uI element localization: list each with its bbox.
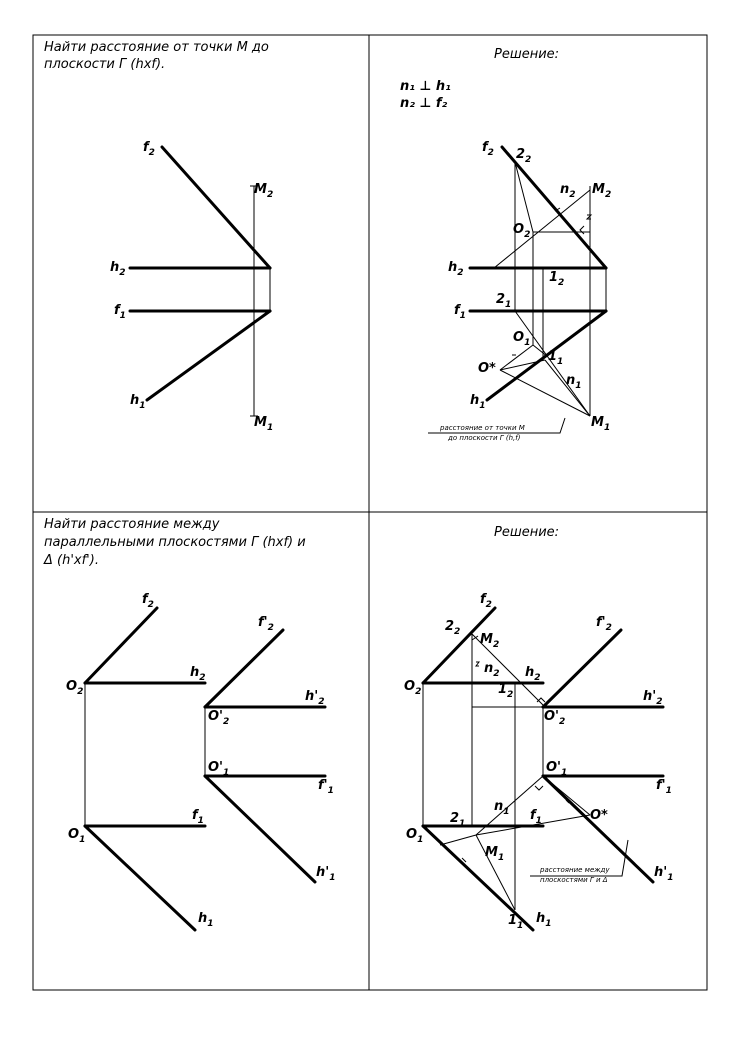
svg-text:h2: h2 (525, 665, 541, 683)
svg-text:12: 12 (498, 682, 513, 700)
solution2-note-line1: расстояние между (539, 866, 610, 874)
svg-text:h'1: h'1 (316, 865, 336, 883)
svg-text:h2: h2 (448, 260, 464, 278)
svg-text:M1: M1 (591, 415, 610, 433)
svg-text:O'2: O'2 (544, 709, 565, 727)
svg-text:O*: O* (590, 808, 608, 823)
svg-text:21: 21 (496, 292, 511, 310)
svg-text:22: 22 (445, 619, 460, 637)
svg-text:12: 12 (549, 270, 564, 288)
task1-text-line1: Найти расстояние от точки М до (44, 40, 269, 55)
svg-text:f2: f2 (480, 592, 492, 610)
solution1-condition2: n₂ ⊥ f₂ (400, 96, 448, 111)
solution2-panel: Решение: (404, 525, 674, 932)
svg-text:O'2: O'2 (208, 709, 229, 727)
svg-text:O2: O2 (66, 679, 83, 697)
svg-text:h2: h2 (110, 260, 126, 278)
svg-text:n2: n2 (484, 661, 500, 679)
svg-text:f1: f1 (454, 303, 466, 321)
svg-text:O2: O2 (513, 222, 530, 240)
svg-text:n1: n1 (494, 799, 510, 817)
solution1-drawing (428, 145, 608, 434)
svg-text:M2: M2 (254, 182, 273, 200)
svg-text:O2: O2 (404, 679, 421, 697)
svg-text:f'1: f'1 (318, 778, 334, 796)
svg-text:21: 21 (450, 811, 465, 829)
task1-labels: f2 M2 h2 f1 h1 M1 (110, 140, 273, 433)
svg-text:11: 11 (508, 913, 523, 931)
solution2-title: Решение: (494, 525, 559, 540)
solution1-condition1: n₁ ⊥ h₁ (400, 79, 451, 94)
svg-text:O'1: O'1 (208, 760, 229, 778)
svg-text:11: 11 (548, 349, 563, 367)
solution1-labels: f2 22 n2 M2 O2 h2 12 21 f1 O1 11 O* n1 h… (439, 140, 611, 442)
svg-text:h2: h2 (190, 665, 206, 683)
solution2-note-line2: плоскостями Г и Δ (540, 876, 608, 884)
svg-text:h'2: h'2 (643, 689, 663, 707)
task1-text-line2: плоскости Г (hxf). (44, 57, 165, 72)
svg-text:f2: f2 (482, 140, 494, 158)
svg-text:f1: f1 (114, 303, 126, 321)
svg-text:n2: n2 (560, 182, 576, 200)
svg-text:h1: h1 (470, 393, 486, 411)
svg-text:f1: f1 (192, 808, 204, 826)
svg-text:h'1: h'1 (654, 865, 674, 883)
svg-text:O1: O1 (406, 827, 423, 845)
svg-text:h'2: h'2 (305, 689, 325, 707)
svg-text:f'2: f'2 (258, 615, 274, 633)
sheet-frame (32, 34, 708, 991)
solution1-note-line2: до плоскости Г (h,f) (447, 434, 521, 442)
svg-text:f2: f2 (143, 140, 155, 158)
task1-drawing (128, 145, 272, 417)
task2-text-line1: Найти расстояние между (44, 517, 220, 532)
task2-panel: Найти расстояние между параллельными пло… (43, 517, 336, 932)
svg-text:22: 22 (516, 147, 531, 165)
svg-text:O'1: O'1 (546, 760, 567, 778)
svg-text:O1: O1 (513, 330, 530, 348)
solution2-labels: f2 22 M2 f'2 n2 h2 O2 12 h'2 O'2 O'1 f'1… (404, 592, 674, 931)
task2-text-line3: Δ (h'xf'). (43, 553, 99, 568)
svg-text:h1: h1 (536, 911, 552, 929)
svg-text:f'2: f'2 (596, 615, 612, 633)
solution1-title: Решение: (494, 47, 559, 62)
task2-drawing (83, 606, 327, 932)
svg-text:M2: M2 (592, 182, 611, 200)
svg-text:M2: M2 (480, 632, 499, 650)
svg-text:O*: O* (478, 361, 496, 376)
task2-labels: f2 f'2 h2 O2 h'2 O'2 O'1 f'1 f1 O1 h'1 h… (66, 592, 336, 929)
svg-text:O1: O1 (68, 827, 85, 845)
solution2-drawing (421, 606, 665, 932)
svg-text:M1: M1 (485, 845, 504, 863)
svg-text:M1: M1 (254, 415, 273, 433)
task1-panel: Найти расстояние от точки М до плоскости… (44, 40, 273, 433)
solution1-note-line1: расстояние от точки М (439, 424, 525, 432)
svg-text:h1: h1 (130, 393, 146, 411)
solution1-panel: Решение: n₁ ⊥ h₁ n₂ ⊥ f₂ (400, 47, 611, 442)
svg-text:f'1: f'1 (656, 778, 672, 796)
task2-text-line2: параллельными плоскостями Г (hxf) и (44, 535, 306, 550)
svg-text:f2: f2 (142, 592, 154, 610)
svg-text:n1: n1 (566, 373, 582, 391)
svg-text:h1: h1 (198, 911, 214, 929)
svg-text:f1: f1 (530, 808, 542, 826)
